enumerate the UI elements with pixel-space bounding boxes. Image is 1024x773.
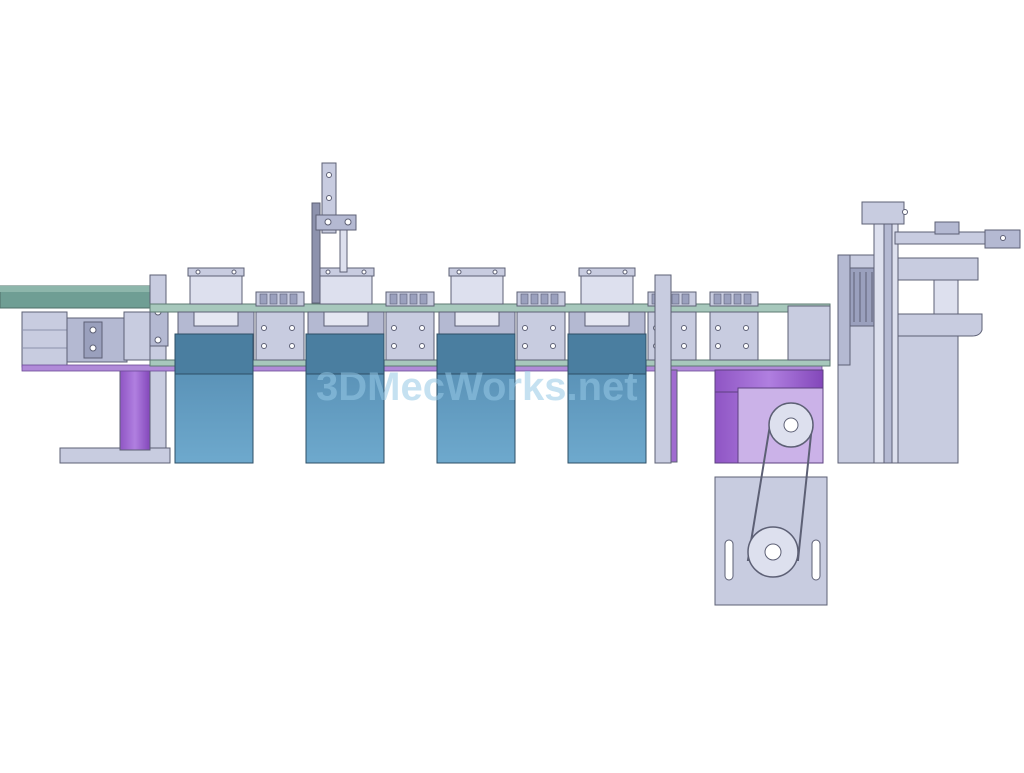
gripper-head [187,267,245,327]
end-carrier-block [123,311,151,361]
dip-tank [436,333,516,464]
dip-tank [305,333,385,464]
infeed-conveyor [0,285,151,368]
dip-tank [567,333,647,464]
small-carrier-block [516,291,566,361]
dip-tanks [174,333,647,464]
small-carrier-block [709,291,759,361]
small-carrier-block [255,291,305,361]
watermark: 3DMecWorks.net [316,365,638,409]
belt-drive [714,402,828,606]
mid-support-frame [654,274,678,464]
pick-and-place-unit [787,201,1021,464]
gripper-heads [187,267,636,327]
gripper-head [317,267,375,327]
gripper-head [578,267,636,327]
vertical-lift-post [311,162,357,304]
dip-tank [174,333,254,464]
gripper-head [448,267,506,327]
small-carrier-block [385,291,435,361]
